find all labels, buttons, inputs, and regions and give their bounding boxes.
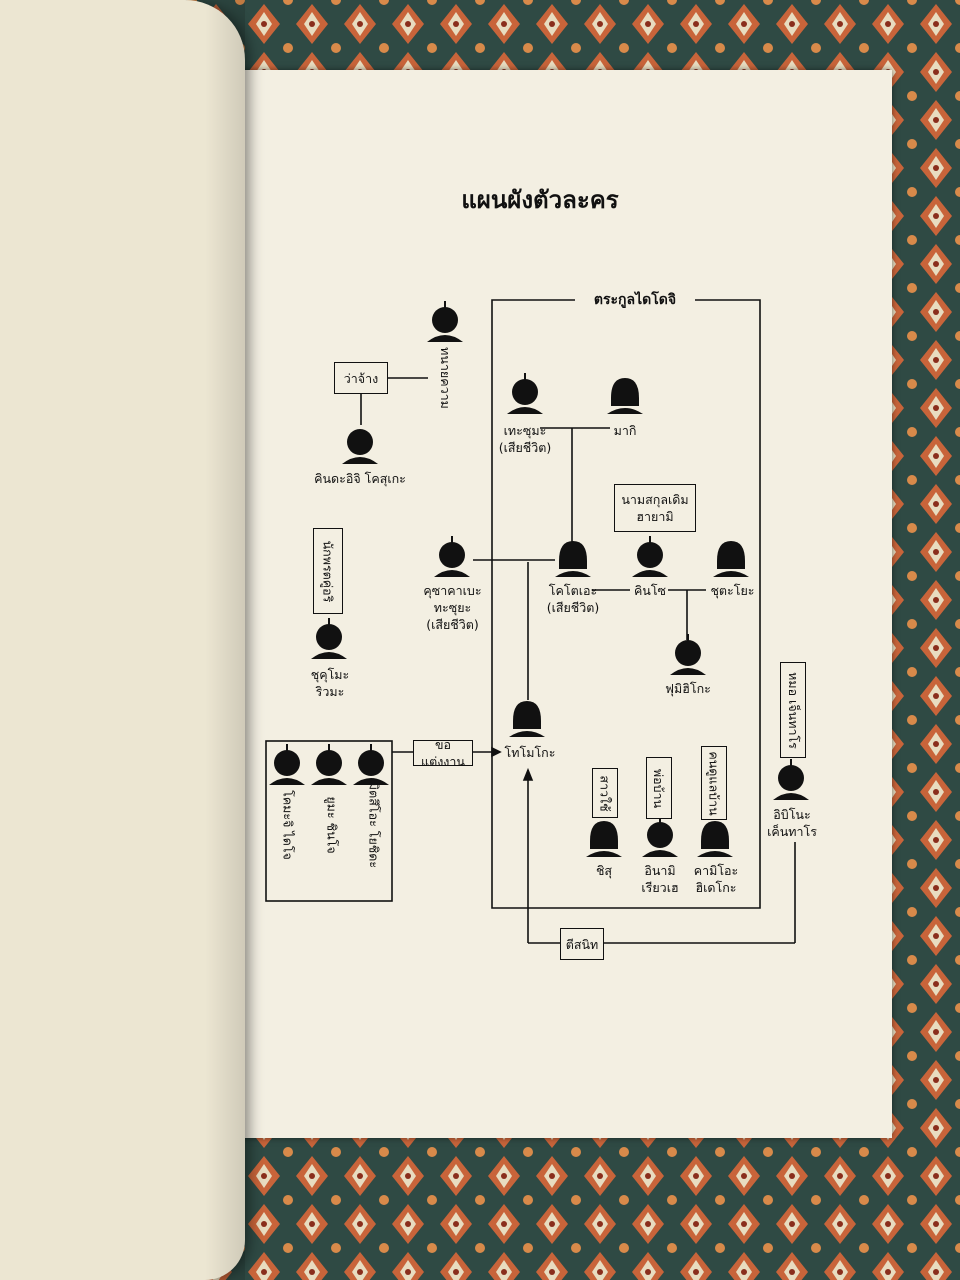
fumihiko-label: ฟุมิฮิโกะ bbox=[665, 681, 711, 696]
tezuma-label: เทะซุมะ(เสียชีวิต) bbox=[498, 423, 552, 455]
shutaoyo-label: ชุตะโยะ bbox=[710, 583, 755, 598]
kindaichi-label: คินดะอิจิ โคสุเกะ bbox=[314, 471, 406, 486]
butler-box: พ่อบ้าน bbox=[646, 757, 672, 819]
lawyer-label: ทนายความ bbox=[438, 347, 453, 409]
shukumo-icon bbox=[311, 618, 347, 659]
inami-label: อินามิเรียวเฮ bbox=[641, 863, 679, 895]
kusakabe-label: คุซาคาเบะทะซุยะ(เสียชีวิต) bbox=[423, 583, 482, 632]
suitor3-label: มิตสึโอะ โยชิดะ bbox=[366, 781, 382, 869]
kindaichi-icon bbox=[342, 429, 378, 464]
rival-box: นักพรตคู่อริ bbox=[313, 528, 343, 614]
housekeeper-box: คนดูแลบ้าน bbox=[701, 746, 727, 820]
friend-box: ตีสนิท bbox=[560, 928, 604, 960]
ibino-icon bbox=[773, 759, 809, 800]
book-page-left bbox=[0, 0, 245, 1280]
family-label: ตระกูลไดโดจิ bbox=[578, 292, 692, 309]
kotoe-icon bbox=[555, 541, 591, 577]
kinji-icon bbox=[632, 536, 668, 577]
character-icons bbox=[269, 301, 809, 857]
shukumo-label: ชุคุโมะริวมะ bbox=[310, 667, 350, 699]
suitor3-icon bbox=[353, 744, 389, 785]
fumihiko-icon bbox=[670, 634, 706, 675]
shizu-icon bbox=[586, 821, 622, 857]
page-title: แผนผังตัวละคร bbox=[461, 186, 619, 214]
kotoe-label: โคโตเอะ(เสียชีวิต) bbox=[546, 583, 600, 615]
kamio-icon bbox=[697, 821, 733, 857]
ibino-label: อิบิโนะเค็นทาโร bbox=[767, 807, 817, 839]
maid-box: สาวใช้ bbox=[592, 768, 618, 818]
shutaoyo-icon bbox=[713, 541, 749, 577]
shizu-label: ชิสุ bbox=[595, 863, 613, 878]
suitor2-icon bbox=[311, 744, 347, 785]
lawyer-icon bbox=[427, 301, 463, 342]
propose-box: ขอแต่งงาน bbox=[413, 737, 473, 769]
tezuma-icon bbox=[507, 373, 543, 414]
detective-box: หมอ เจ็นทาโร bbox=[780, 662, 806, 758]
maki-icon bbox=[607, 378, 643, 414]
suitor1-label: โคมะจิ ไดโจ bbox=[280, 790, 296, 860]
kamio-label: คามิโอะฮิเดโกะ bbox=[693, 863, 739, 895]
inami-icon bbox=[642, 816, 678, 857]
hire-box: ว่าจ้าง bbox=[334, 362, 388, 394]
maki-label: มากิ bbox=[613, 423, 637, 438]
maiden-name-box: นามสกุลเดิมฮายามิ bbox=[614, 484, 696, 532]
kinji-label: คินโซ bbox=[633, 583, 667, 598]
suitor1-icon bbox=[269, 744, 305, 785]
tomoko-label: โทโมโกะ bbox=[504, 745, 556, 760]
tomoko-icon bbox=[509, 701, 545, 737]
kusakabe-icon bbox=[434, 536, 470, 577]
suitor2-label: ยูมะ ชินโจ bbox=[324, 796, 340, 854]
